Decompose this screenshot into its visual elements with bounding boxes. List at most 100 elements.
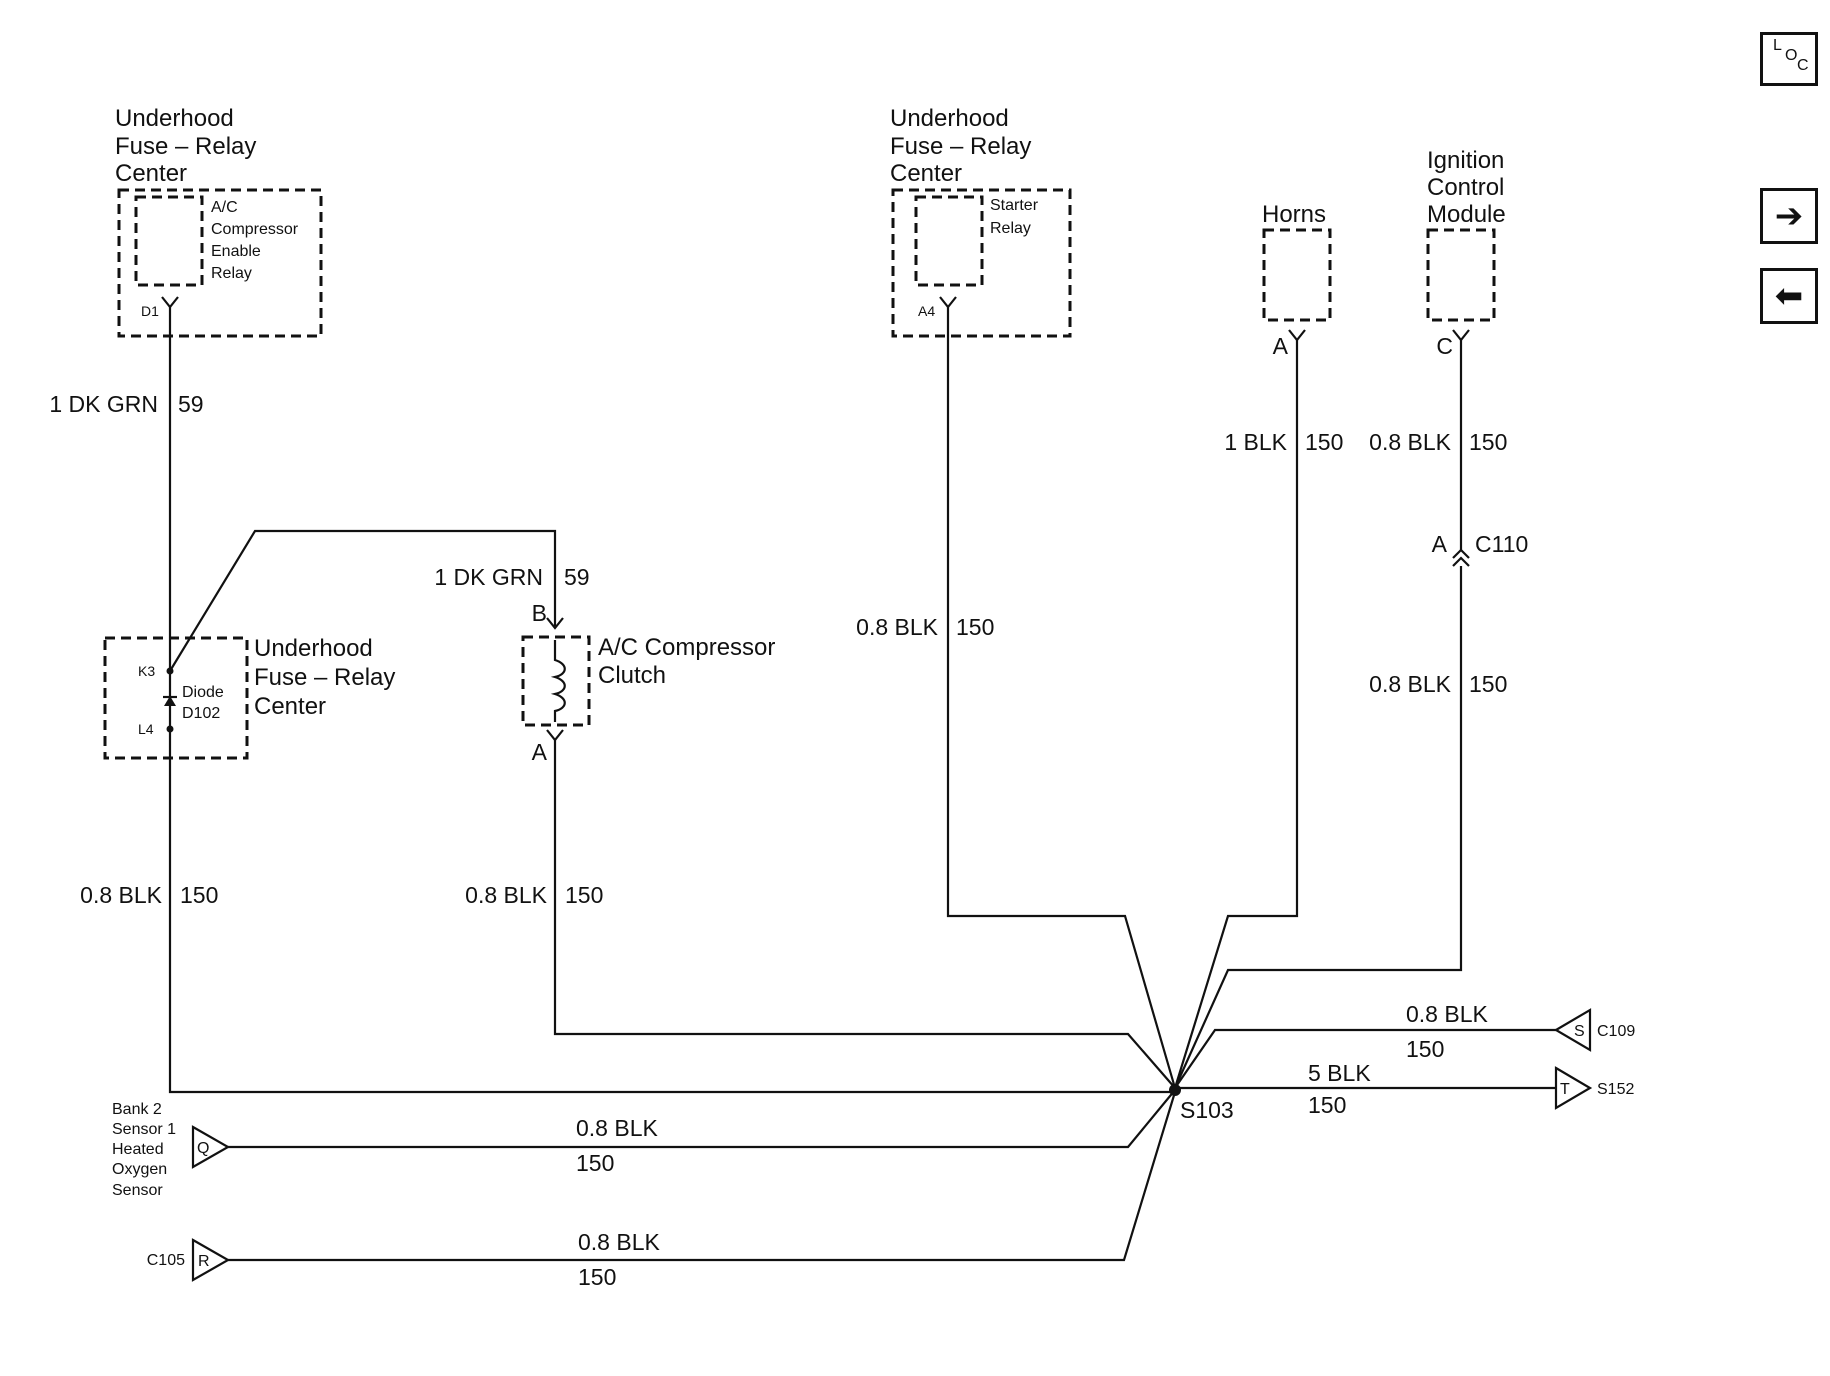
previous-page-button[interactable]: ⬅: [1760, 268, 1818, 324]
ac-relay-block: Underhood Fuse – Relay Center A/C Compre…: [115, 105, 323, 338]
icm-block: Ignition Control Module C: [1426, 147, 1506, 359]
starter-outer-box: [891, 188, 1072, 338]
c105-pin: R: [198, 1253, 210, 1270]
horns-pin: A: [1273, 333, 1289, 359]
starter-pin: A4: [918, 303, 935, 319]
icm-box: [1426, 228, 1496, 322]
ac-relay-pin: D1: [141, 303, 159, 319]
location-button[interactable]: L O C: [1760, 32, 1818, 86]
ac-relay-title-1: Underhood: [115, 105, 234, 132]
wire-horns-circuit: 150: [1305, 429, 1343, 455]
starter-inner-2: Relay: [990, 220, 1031, 237]
diode-pin-l4: L4: [138, 721, 154, 737]
wire-icm-lower-circuit: 150: [1469, 671, 1507, 697]
splice-s103-label: S103: [1180, 1097, 1234, 1123]
ac-relay-inner-3: Enable: [211, 243, 261, 260]
diode-label-2: D102: [182, 705, 220, 722]
icm-title-2: Control: [1427, 174, 1504, 201]
c105-triangle-icon: [191, 1238, 231, 1282]
diode-block-title-3: Center: [254, 693, 326, 720]
ac-relay-title-3: Center: [115, 160, 187, 187]
s152-name: S152: [1597, 1081, 1634, 1098]
diode-block-box: [103, 636, 249, 760]
sensor-label-1: Bank 2: [112, 1101, 162, 1118]
icm-pin: C: [1436, 333, 1453, 359]
wire-sensor-color: 0.8 BLK: [576, 1115, 658, 1141]
c110-male-icon: [1452, 556, 1470, 567]
wire-diode-out-circuit: 150: [180, 882, 218, 908]
wire-relay-circuit: 59: [178, 391, 204, 417]
s152-pin: T: [1560, 1081, 1570, 1098]
wire-starter-color: 0.8 BLK: [856, 614, 938, 640]
starter-terminal: [939, 296, 957, 309]
wire-diode-to-clutch: [169, 529, 557, 672]
clutch-terminal-b: [546, 617, 564, 630]
diode-symbol-icon: [164, 696, 176, 706]
c110-female-icon: [1452, 548, 1470, 559]
wire-relay-to-splice: [168, 307, 1175, 1094]
wire-horns-to-splice: [1173, 340, 1299, 1089]
clutch-box: [521, 635, 591, 727]
ac-relay-inner-4: Relay: [211, 265, 252, 282]
sensor-label-3: Heated: [112, 1141, 164, 1158]
connector-c109: S C109: [1553, 1008, 1635, 1052]
ac-relay-inner-1: A/C: [211, 199, 238, 216]
c110-pin: A: [1432, 531, 1448, 557]
c109-pin: S: [1574, 1023, 1585, 1040]
horns-terminal: [1288, 329, 1306, 342]
wire-icm-lower-color: 0.8 BLK: [1369, 671, 1451, 697]
icm-title-3: Module: [1427, 201, 1506, 228]
wire-starter-circuit: 150: [956, 614, 994, 640]
starter-relay-block: Underhood Fuse – Relay Center Starter Re…: [890, 105, 1072, 338]
wire-diode-out-color: 0.8 BLK: [80, 882, 162, 908]
icm-title-1: Ignition: [1427, 147, 1504, 174]
starter-inner-box: [914, 195, 984, 287]
c105-name: C105: [147, 1252, 185, 1269]
wire-icm-upper-circuit: 150: [1469, 429, 1507, 455]
ac-relay-inner-box: [134, 195, 204, 287]
wire-sensor-circuit: 150: [576, 1150, 614, 1176]
clutch-title-2: Clutch: [598, 662, 666, 689]
wire-starter-to-splice: [946, 307, 1177, 1089]
arrow-right-icon: ➔: [1774, 196, 1804, 236]
wire-sensor-to-splice: [228, 1089, 1176, 1149]
starter-title-2: Fuse – Relay: [890, 133, 1031, 160]
horns-title: Horns: [1262, 201, 1326, 228]
clutch-title-1: A/C Compressor: [598, 634, 775, 661]
wire-c105-to-splice: [228, 1091, 1177, 1262]
wire-relay-color: 1 DK GRN: [49, 391, 158, 417]
next-page-button[interactable]: ➔: [1760, 188, 1818, 244]
horns-block: Horns A: [1262, 201, 1332, 359]
sensor-pin: Q: [197, 1140, 209, 1157]
s152-triangle-icon: [1554, 1066, 1593, 1110]
sensor-label-5: Sensor: [112, 1182, 163, 1199]
wire-c105-circuit: 150: [578, 1264, 616, 1290]
c109-triangle-icon: [1553, 1008, 1592, 1052]
diode-pin-k3: K3: [138, 663, 155, 679]
c109-name: C109: [1597, 1023, 1635, 1040]
clutch-coil-icon: [550, 640, 566, 722]
ac-relay-terminal: [161, 296, 179, 309]
connector-c110: A C110: [1432, 531, 1528, 567]
wire-c109-to-splice: [1174, 1028, 1556, 1089]
diode-block-title-2: Fuse – Relay: [254, 664, 395, 691]
loc-letter-c: C: [1797, 57, 1809, 74]
loc-letter-l: L: [1773, 37, 1782, 54]
clutch-terminal-a: [546, 729, 564, 742]
sensor-label-2: Sensor 1: [112, 1121, 176, 1138]
sensor-triangle-icon: [191, 1125, 231, 1169]
loc-letter-o: O: [1785, 47, 1798, 64]
connector-s152: T S152: [1554, 1066, 1634, 1110]
sensor-label-4: Oxygen: [112, 1161, 167, 1178]
wire-clutch-out-color: 0.8 BLK: [465, 882, 547, 908]
icm-terminal: [1452, 329, 1470, 342]
connector-c105: R C105: [147, 1238, 231, 1282]
bank-sensor-connector: Q Bank 2 Sensor 1 Heated Oxygen Sensor: [112, 1101, 231, 1199]
wire-c105-color: 0.8 BLK: [578, 1229, 660, 1255]
ac-relay-inner-2: Compressor: [211, 221, 299, 238]
clutch-pin-a: A: [532, 739, 548, 765]
starter-title-3: Center: [890, 160, 962, 187]
diode-block: Underhood Fuse – Relay Center K3 L4 Diod…: [103, 635, 395, 760]
wire-icm-upper-color: 0.8 BLK: [1369, 429, 1451, 455]
wire-clutch-out-circuit: 150: [565, 882, 603, 908]
